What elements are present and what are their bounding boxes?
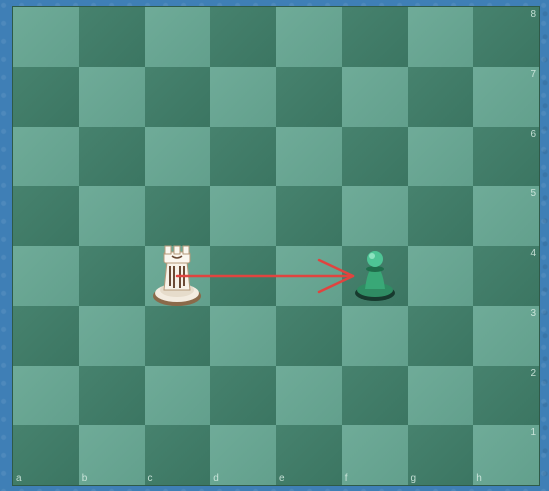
square-b3[interactable] [79,306,145,366]
square-g7[interactable] [408,67,474,127]
square-e8[interactable] [276,7,342,67]
green-pawn-icon[interactable] [351,245,399,308]
rank-label: 7 [530,69,536,80]
square-h3[interactable]: 3 [473,306,539,366]
square-b8[interactable] [79,7,145,67]
square-f3[interactable] [342,306,408,366]
square-c6[interactable] [145,127,211,187]
rank-label: 1 [530,427,536,438]
square-e4[interactable] [276,246,342,306]
square-f1[interactable]: f [342,425,408,485]
square-e2[interactable] [276,366,342,426]
file-label: d [213,473,219,484]
square-b5[interactable] [79,186,145,246]
square-d7[interactable] [210,67,276,127]
square-a3[interactable] [13,306,79,366]
file-label: b [82,473,88,484]
square-h4[interactable]: 4 [473,246,539,306]
square-g5[interactable] [408,186,474,246]
square-g4[interactable] [408,246,474,306]
file-label: c [148,473,153,484]
square-f7[interactable] [342,67,408,127]
square-d2[interactable] [210,366,276,426]
file-label: h [476,473,482,484]
square-a5[interactable] [13,186,79,246]
square-e1[interactable]: e [276,425,342,485]
square-h8[interactable]: 8 [473,7,539,67]
square-f5[interactable] [342,186,408,246]
square-c7[interactable] [145,67,211,127]
square-a7[interactable] [13,67,79,127]
square-h6[interactable]: 6 [473,127,539,187]
square-c1[interactable]: c [145,425,211,485]
square-f2[interactable] [342,366,408,426]
square-a1[interactable]: a [13,425,79,485]
square-e3[interactable] [276,306,342,366]
square-b4[interactable] [79,246,145,306]
square-b1[interactable]: b [79,425,145,485]
square-b7[interactable] [79,67,145,127]
square-c5[interactable] [145,186,211,246]
rank-label: 6 [530,129,536,140]
square-d5[interactable] [210,186,276,246]
square-c2[interactable] [145,366,211,426]
square-d3[interactable] [210,306,276,366]
file-label: f [345,473,348,484]
square-d4[interactable] [210,246,276,306]
square-d1[interactable]: d [210,425,276,485]
rank-label: 2 [530,368,536,379]
square-c3[interactable] [145,306,211,366]
square-f8[interactable] [342,7,408,67]
square-e7[interactable] [276,67,342,127]
square-b6[interactable] [79,127,145,187]
square-h7[interactable]: 7 [473,67,539,127]
square-a6[interactable] [13,127,79,187]
square-c8[interactable] [145,7,211,67]
rank-label: 5 [530,188,536,199]
square-h5[interactable]: 5 [473,186,539,246]
file-label: a [16,473,22,484]
square-a4[interactable] [13,246,79,306]
square-g2[interactable] [408,366,474,426]
square-e6[interactable] [276,127,342,187]
square-a8[interactable] [13,7,79,67]
square-a2[interactable] [13,366,79,426]
rank-label: 8 [530,9,536,20]
square-d8[interactable] [210,7,276,67]
square-b2[interactable] [79,366,145,426]
file-label: g [411,473,417,484]
square-h2[interactable]: 2 [473,366,539,426]
square-g1[interactable]: g [408,425,474,485]
square-g6[interactable] [408,127,474,187]
white-rook-icon[interactable] [150,240,204,313]
square-g8[interactable] [408,7,474,67]
square-d6[interactable] [210,127,276,187]
file-label: e [279,473,285,484]
square-e5[interactable] [276,186,342,246]
rank-label: 3 [530,308,536,319]
rank-label: 4 [530,248,536,259]
square-f6[interactable] [342,127,408,187]
square-g3[interactable] [408,306,474,366]
